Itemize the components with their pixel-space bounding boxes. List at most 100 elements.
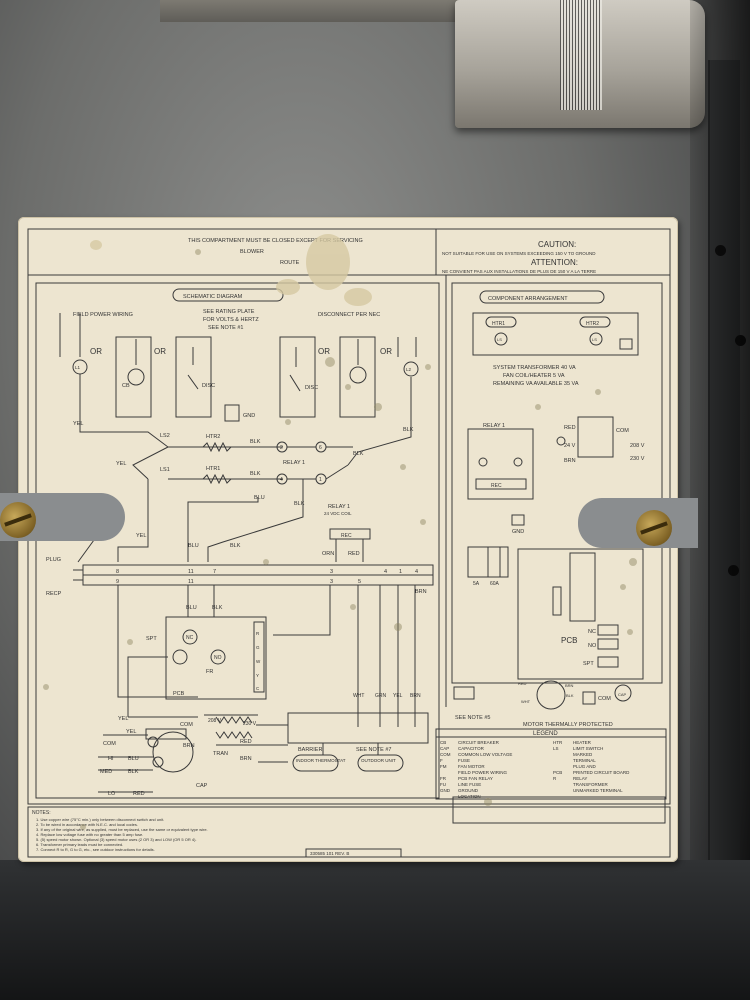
legend-abbr: GND bbox=[440, 788, 451, 793]
legend-desc: RELAY bbox=[573, 776, 587, 781]
comp-rec: REC bbox=[491, 483, 502, 489]
system-va: FAN COIL/HEATER 5 VA bbox=[503, 373, 565, 379]
legend-desc: TRANSFORMER bbox=[573, 782, 609, 787]
motor-com-label: COM bbox=[180, 722, 193, 728]
legend-desc: MARKED bbox=[573, 752, 593, 757]
component-title: COMPONENT ARRANGEMENT bbox=[488, 296, 568, 302]
relay-coil-voltage: 24 VDC COIL bbox=[324, 511, 352, 516]
comp-pcb: PCB bbox=[561, 636, 577, 645]
legend-desc: CAPACITOR bbox=[458, 746, 485, 751]
compartment-warning-2: BLOWER bbox=[240, 249, 264, 255]
plug-pin: 4 bbox=[415, 569, 418, 575]
wire-brn: BRN bbox=[240, 756, 252, 762]
l1-label: L1 bbox=[75, 365, 81, 370]
plug-pin: 9 bbox=[116, 579, 119, 585]
disc-label: DISC bbox=[305, 385, 318, 391]
legend-desc: LIMIT SWITCH bbox=[573, 746, 603, 751]
recp-pin: 11 bbox=[188, 579, 194, 585]
fr-label: FR bbox=[206, 669, 213, 675]
terminal-c: C bbox=[256, 686, 260, 691]
l2-label: L2 bbox=[406, 367, 412, 372]
comp-red: RED bbox=[564, 425, 576, 431]
v208-label: 208 V bbox=[208, 718, 222, 724]
note-item: 7. Connect R to R, G to G, etc., see out… bbox=[36, 847, 155, 852]
comp-208v: 208 V bbox=[630, 443, 645, 449]
legend-desc: FIELD POWER WIRING bbox=[458, 770, 508, 775]
wire-blu: BLU bbox=[254, 495, 265, 501]
or-label: OR bbox=[318, 347, 330, 356]
or-label: OR bbox=[380, 347, 392, 356]
legend-abbr: R bbox=[553, 776, 557, 781]
rec-label: REC bbox=[341, 533, 352, 539]
fan-motor bbox=[152, 731, 194, 773]
wiring-diagram: THIS COMPARTMENT MUST BE CLOSED EXCEPT F… bbox=[27, 228, 671, 858]
comp-ls: LS bbox=[592, 337, 597, 342]
motor-wire: RED bbox=[518, 681, 527, 686]
plug-pin: 7 bbox=[213, 569, 216, 575]
motor-wire: WHT bbox=[521, 699, 531, 704]
comp-no: NO bbox=[588, 643, 597, 649]
wire-blu: BLU bbox=[188, 543, 199, 549]
shadow bbox=[0, 860, 750, 1000]
spt-label: SPT bbox=[146, 636, 157, 642]
legend-desc: HEATER bbox=[573, 740, 592, 745]
screw bbox=[0, 502, 36, 538]
notes-list: 1. Use copper wire (75°C min.) only betw… bbox=[36, 817, 208, 852]
caution-title: CAUTION: bbox=[538, 240, 576, 249]
legend-desc: FAN MOTOR bbox=[458, 764, 485, 769]
wire-wht: WHT bbox=[353, 693, 364, 699]
wire-red: RED bbox=[348, 551, 360, 557]
barrier-label: BARRIER bbox=[298, 747, 322, 753]
terminal-y: Y bbox=[256, 673, 259, 678]
speed-med: MED bbox=[100, 769, 112, 775]
wire-blk: BLK bbox=[212, 605, 223, 611]
terminal-g: G bbox=[256, 645, 260, 650]
comp-brn: BRN bbox=[564, 458, 576, 464]
motor-note: MOTOR THERMALLY PROTECTED bbox=[523, 722, 613, 728]
attention-title: ATTENTION: bbox=[531, 258, 578, 267]
htr2-label: HTR2 bbox=[206, 434, 220, 440]
part-number: 330585 101 REV. B bbox=[310, 851, 349, 856]
legend-abbr: HTR bbox=[553, 740, 563, 745]
legend-abbr: LS bbox=[553, 746, 559, 751]
caution-text: NOT SUITABLE FOR USE ON SYSTEMS EXCEEDIN… bbox=[442, 251, 596, 256]
attention-text: NE CONVIENT PAS AUX INSTALLATIONS DE PLU… bbox=[442, 269, 596, 274]
com-label: COM bbox=[103, 741, 116, 747]
plug-pin: 1 bbox=[399, 569, 402, 575]
wire-blk: BLK bbox=[128, 769, 139, 775]
wire-yel: YEL bbox=[116, 461, 126, 467]
note-item: 3. If any of the original wire, as suppl… bbox=[36, 827, 208, 832]
cap-label: CAP bbox=[196, 783, 208, 789]
wire-blk: BLK bbox=[230, 543, 241, 549]
relay-terminal: 6 bbox=[319, 445, 322, 451]
comp-24v: 24 V bbox=[564, 443, 576, 449]
system-va: REMAINING VA AVAILABLE 35 VA bbox=[493, 381, 579, 387]
plug-pin: 4 bbox=[384, 569, 387, 575]
wire-brn: BRN bbox=[415, 589, 427, 595]
screw bbox=[636, 510, 672, 546]
wire-yel: YEL bbox=[118, 716, 128, 722]
legend-desc: PLUG AND bbox=[573, 764, 597, 769]
legend-desc: GROUND bbox=[458, 788, 479, 793]
wire-red: RED bbox=[240, 739, 252, 745]
wire-blk: BLK bbox=[250, 439, 261, 445]
motor-wire: BLK bbox=[566, 693, 574, 698]
plug-pin: 8 bbox=[116, 569, 119, 575]
wire-yel: YEL bbox=[73, 421, 83, 427]
legend-abbr: PCB bbox=[553, 770, 562, 775]
legend-desc: CIRCUIT BREAKER bbox=[458, 740, 500, 745]
recp-label: RECP bbox=[46, 591, 62, 597]
note-item: 5. (5) speed motor shown. Optional (3) s… bbox=[36, 837, 197, 842]
wire-brn: BRN bbox=[183, 743, 195, 749]
terminal-w: W bbox=[256, 659, 261, 664]
comp-ls: LS bbox=[497, 337, 502, 342]
relay1-label: RELAY 1 bbox=[283, 460, 305, 466]
ls2-label: LS2 bbox=[160, 433, 170, 439]
legend-desc: FUSE bbox=[458, 758, 470, 763]
htr1-label: HTR1 bbox=[206, 466, 220, 472]
plug-pin: 3 bbox=[330, 569, 333, 575]
field-power-label: FIELD POWER WIRING bbox=[73, 312, 133, 318]
pcb-label: PCB bbox=[173, 691, 185, 697]
wire-blk: BLK bbox=[294, 501, 305, 507]
